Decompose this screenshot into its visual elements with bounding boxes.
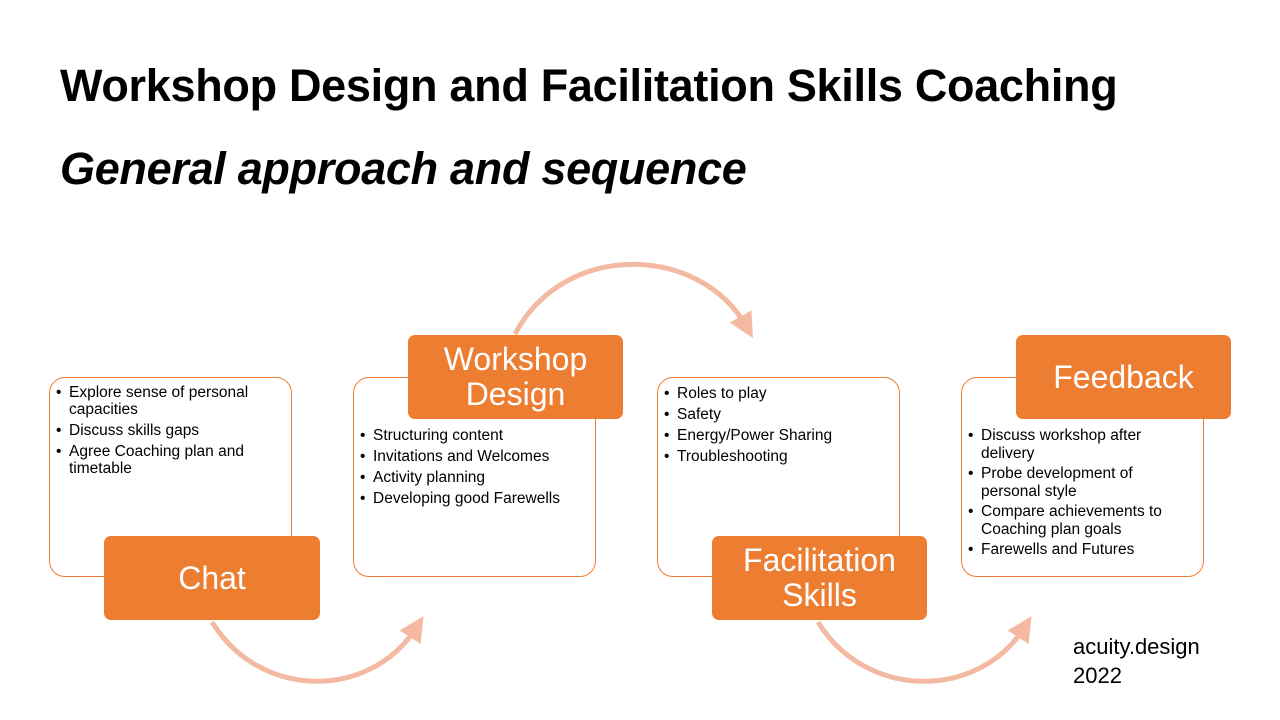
bullet-item: Probe development of personal style xyxy=(968,465,1193,500)
bullet-item: Roles to play xyxy=(664,383,889,404)
footer-site: acuity.design xyxy=(1073,634,1200,659)
slide-title: Workshop Design and Facilitation Skills … xyxy=(60,60,1118,111)
step-feedback-label: Feedback xyxy=(1016,335,1231,419)
slide-subtitle: General approach and sequence xyxy=(60,143,747,194)
step-facilitation-skills-label: Facilitation Skills xyxy=(712,536,927,620)
bullet-item: Developing good Farewells xyxy=(360,488,585,509)
bullet-item: Safety xyxy=(664,404,889,425)
curved-arrow-icon xyxy=(209,616,424,684)
step-chat-details: Explore sense of personal capacities Dis… xyxy=(49,377,292,577)
bullet-item: Agree Coaching plan and timetable xyxy=(56,443,281,477)
footer-year: 2022 xyxy=(1073,663,1122,688)
footer-credit: acuity.design 2022 xyxy=(1073,632,1200,690)
curved-arrow-icon xyxy=(512,261,753,339)
bullet-item: Activity planning xyxy=(360,467,585,488)
bullet-item: Energy/Power Sharing xyxy=(664,425,889,446)
bullet-item: Discuss workshop after delivery xyxy=(968,427,1193,462)
bullet-item: Compare achievements to Coaching plan go… xyxy=(968,503,1193,538)
bullet-item: Structuring content xyxy=(360,425,585,446)
bullet-item: Discuss skills gaps xyxy=(56,422,281,439)
bullet-item: Invitations and Welcomes xyxy=(360,446,585,467)
bullet-item: Farewells and Futures xyxy=(968,541,1193,559)
curved-arrow-icon xyxy=(815,616,1032,684)
step-workshop-design-label: Workshop Design xyxy=(408,335,623,419)
bullet-item: Explore sense of personal capacities xyxy=(56,384,281,418)
step-chat-label: Chat xyxy=(104,536,320,620)
bullet-item: Troubleshooting xyxy=(664,446,889,467)
